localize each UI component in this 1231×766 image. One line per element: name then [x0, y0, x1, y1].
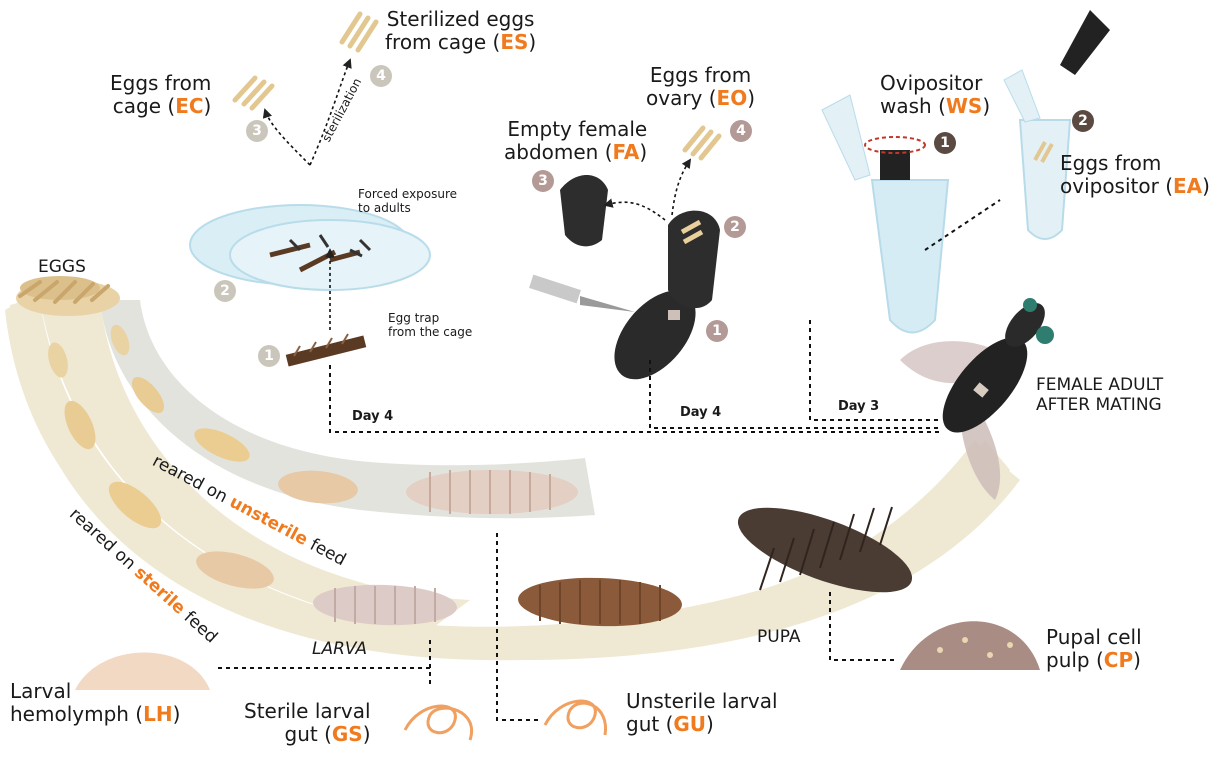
female-adult-line1: FEMALE ADULT	[1036, 376, 1163, 396]
sample-gu-label: Unsterile larval gut (GU)	[626, 690, 778, 736]
eggs-label: EGGS	[38, 258, 86, 278]
sample-cp-code: CP	[1104, 648, 1133, 672]
sample-fa-close: )	[639, 140, 647, 164]
sample-ec-label: Eggs from cage (EC)	[110, 72, 211, 118]
day3-label: Day 3	[838, 400, 879, 415]
sample-ea-close: )	[1202, 174, 1210, 198]
sample-cp-close: )	[1133, 648, 1141, 672]
sample-ec-line2: cage (	[113, 94, 175, 118]
sample-cp-line1: Pupal cell	[1046, 626, 1142, 649]
empty-abdomen-icon	[560, 175, 608, 246]
step-ovary-3-badge: 3	[532, 170, 554, 192]
sample-gs-close: )	[363, 722, 371, 746]
sample-es-line1: Sterilized eggs	[385, 8, 536, 31]
sample-fa-label: Empty female abdomen (FA)	[504, 118, 647, 164]
sample-fa-code: FA	[613, 140, 640, 164]
sample-gs-code: GS	[332, 722, 363, 746]
pupal-pulp-pile-icon	[900, 621, 1040, 670]
day4-cage-label: Day 4	[352, 410, 393, 425]
sample-gu-line2: gut (	[626, 712, 673, 736]
sterile-gut-icon	[405, 706, 472, 740]
egg-trap-label: Egg trap from the cage	[388, 312, 472, 340]
sample-ws-close: )	[982, 94, 990, 118]
sample-cp-line2: pulp (	[1046, 648, 1104, 672]
sample-lh-close: )	[173, 702, 181, 726]
step-ovary-4-badge: 4	[730, 120, 752, 142]
sample-gs-line1: Sterile larval	[244, 700, 371, 723]
petri-dish-icon	[190, 205, 430, 290]
pupa-label: PUPA	[757, 628, 801, 648]
sample-ea-code: EA	[1173, 174, 1202, 198]
step-cage-4-badge: 4	[370, 65, 392, 87]
sample-eo-line2: ovary (	[646, 86, 717, 110]
sterilized-eggs-icon	[342, 14, 376, 50]
prepupa-icon	[517, 575, 683, 629]
larva-unsterile-5-icon	[406, 470, 578, 514]
sample-ws-code: WS	[946, 94, 982, 118]
sample-ws-line1: Ovipositor	[880, 72, 990, 95]
eggs-pile-icon	[16, 276, 120, 316]
ovipositor-wash-tube-icon	[822, 95, 948, 333]
sample-gu-close: )	[706, 712, 714, 736]
egg-trap-line2: from the cage	[388, 326, 472, 340]
sample-ec-close: )	[204, 94, 212, 118]
step-cage-1-badge: 1	[258, 345, 280, 367]
sample-es-close: )	[528, 30, 536, 54]
egg-trap-line1: Egg trap	[388, 312, 472, 326]
sample-fa-line2: abdomen (	[504, 140, 613, 164]
sample-ea-label: Eggs from ovipositor (EA)	[1060, 152, 1210, 198]
female-adult-label: FEMALE ADULT AFTER MATING	[1036, 376, 1163, 415]
sample-eo-close: )	[747, 86, 755, 110]
step-cage-3-badge: 3	[246, 120, 268, 142]
day4-ovary-label: Day 4	[680, 406, 721, 421]
step-ovary-1-badge: 1	[706, 320, 728, 342]
sample-ea-line1: Eggs from	[1060, 152, 1210, 175]
sample-fa-line1: Empty female	[504, 118, 647, 141]
sample-es-code: ES	[500, 30, 528, 54]
sample-es-label: Sterilized eggs from cage (ES)	[385, 8, 536, 54]
sample-ws-line2: wash (	[880, 94, 946, 118]
sample-eo-line1: Eggs from	[646, 64, 755, 87]
step-ovipositor-2-badge: 2	[1072, 110, 1094, 132]
step-ovary-2-badge: 2	[724, 216, 746, 238]
step-ovipositor-1-badge: 1	[934, 132, 956, 154]
forced-exposure-line2: to adults	[358, 202, 457, 216]
sample-lh-line1: Larval	[10, 680, 180, 703]
forced-exposure-line1: Forced exposure	[358, 188, 457, 202]
sample-gs-line2: gut (	[285, 722, 332, 746]
step-cage-2-badge: 2	[214, 280, 236, 302]
sample-lh-line2: hemolymph (	[10, 702, 143, 726]
sample-ec-line1: Eggs from	[110, 72, 211, 95]
eggs-from-ovipositor-tube-icon	[1004, 10, 1110, 239]
sample-ws-label: Ovipositor wash (WS)	[880, 72, 990, 118]
eggs-from-ovary-icon	[685, 128, 719, 158]
eggs-from-cage-icon	[235, 78, 272, 108]
scalpel-icon	[529, 275, 635, 312]
unsterile-gut-icon	[545, 701, 606, 735]
sample-ec-code: EC	[175, 94, 203, 118]
sample-gu-line1: Unsterile larval	[626, 690, 778, 713]
sample-gu-code: GU	[673, 712, 706, 736]
sample-es-line2: from cage (	[385, 30, 500, 54]
sample-lh-label: Larval hemolymph (LH)	[10, 680, 180, 726]
egg-trap-icon	[286, 334, 367, 366]
sample-lh-code: LH	[143, 702, 172, 726]
sample-ea-line2: ovipositor (	[1060, 174, 1173, 198]
opened-abdomen-icon	[668, 211, 720, 309]
larva-sterile-5-icon	[312, 582, 457, 627]
sample-eo-label: Eggs from ovary (EO)	[646, 64, 755, 110]
forced-exposure-label: Forced exposure to adults	[358, 188, 457, 216]
larva-label: LARVA	[312, 640, 367, 660]
female-adult-line2: AFTER MATING	[1036, 396, 1163, 416]
sample-cp-label: Pupal cell pulp (CP)	[1046, 626, 1142, 672]
sample-eo-code: EO	[717, 86, 748, 110]
sample-gs-label: Sterile larval gut (GS)	[244, 700, 371, 746]
